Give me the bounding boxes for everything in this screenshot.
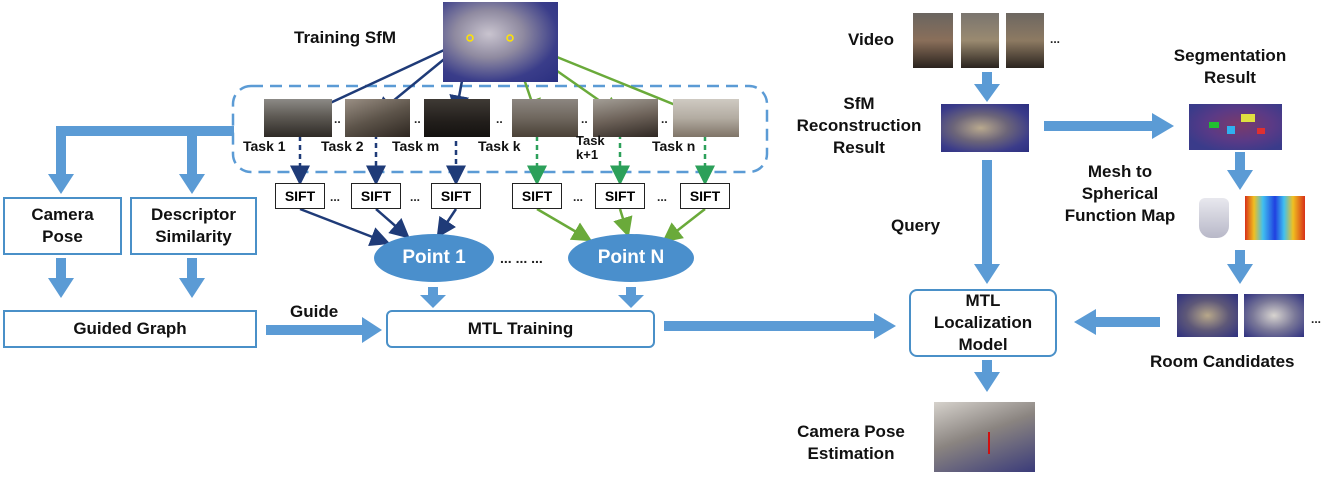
task-ellipsis-3: .. xyxy=(496,112,503,126)
points-ellipsis: ... ... ... xyxy=(500,250,543,266)
sift-box-k: SIFT xyxy=(512,183,562,209)
task-image-m xyxy=(424,99,490,137)
point-1-ellipse: Point 1 xyxy=(374,234,494,282)
thick-blue-arrows xyxy=(48,72,1253,392)
task-ellipsis-4: .. xyxy=(581,112,588,126)
sift-box-n: SIFT xyxy=(680,183,730,209)
task-ellipsis-1: .. xyxy=(334,112,341,126)
task-image-k1 xyxy=(593,99,658,137)
sift-to-point1-arrows xyxy=(299,207,458,247)
mesh-image xyxy=(1199,198,1229,238)
guided-graph-box: Guided Graph xyxy=(3,310,257,348)
sift-box-2: SIFT xyxy=(351,183,401,209)
sift-box-m: SIFT xyxy=(431,183,481,209)
task-label-k1: Task k+1 xyxy=(576,133,605,162)
video-label: Video xyxy=(848,30,894,49)
task-ellipsis-2: .. xyxy=(414,112,421,126)
room-candidates-label: Room Candidates xyxy=(1150,352,1295,371)
training-sfm-image xyxy=(443,2,558,82)
task-label-k: Task k xyxy=(478,138,521,154)
video-ellipsis: ... xyxy=(1050,32,1061,46)
task-image-1 xyxy=(264,99,332,137)
point-n-ellipse: Point N xyxy=(568,234,694,282)
room-ellipsis: ... xyxy=(1311,312,1322,326)
sift-box-1: SIFT xyxy=(275,183,325,209)
sfm-reconstruction-image xyxy=(941,104,1029,152)
task-image-k xyxy=(512,99,578,137)
sift-to-pointN-arrows xyxy=(536,207,706,243)
task-group-container xyxy=(231,84,769,174)
video-frame-2 xyxy=(961,13,999,68)
room-candidate-1 xyxy=(1177,294,1238,337)
camera-pose-box: Camera Pose xyxy=(3,197,122,255)
task-label-2: Task 2 xyxy=(321,138,364,154)
mesh-label: Mesh to Spherical Function Map xyxy=(1064,162,1176,225)
camera-pose-estimation-label: Camera Pose Estimation xyxy=(797,422,905,463)
training-sfm-label: Training SfM xyxy=(294,28,396,47)
task-label-m: Task m xyxy=(392,138,440,154)
sift-ellipsis-3: ... xyxy=(573,190,584,204)
spherical-function-map-image xyxy=(1245,196,1305,240)
guide-label: Guide xyxy=(290,302,339,321)
task-label-n: Task n xyxy=(652,138,696,154)
descriptor-similarity-box: Descriptor Similarity xyxy=(130,197,257,255)
room-candidate-2 xyxy=(1244,294,1304,337)
query-label: Query xyxy=(891,216,941,235)
video-frame-1 xyxy=(913,13,953,68)
task-ellipsis-5: .. xyxy=(661,112,668,126)
mtl-localization-model-box: MTL Localization Model xyxy=(909,289,1057,357)
mtl-training-box: MTL Training xyxy=(386,310,655,348)
video-frame-3 xyxy=(1006,13,1044,68)
sift-ellipsis-2: ... xyxy=(410,190,421,204)
sfm-reconstruction-label: SfM Reconstruction Result xyxy=(796,94,922,157)
sift-ellipsis-4: ... xyxy=(657,190,668,204)
segmentation-label: Segmentation Result xyxy=(1173,46,1287,87)
sift-ellipsis-1: ... xyxy=(330,190,341,204)
sift-box-k1: SIFT xyxy=(595,183,645,209)
task-image-n xyxy=(673,99,739,137)
segmentation-image xyxy=(1189,104,1282,150)
task-label-1: Task 1 xyxy=(243,138,286,154)
camera-pose-estimation-image xyxy=(934,402,1035,472)
task-image-2 xyxy=(345,99,410,137)
